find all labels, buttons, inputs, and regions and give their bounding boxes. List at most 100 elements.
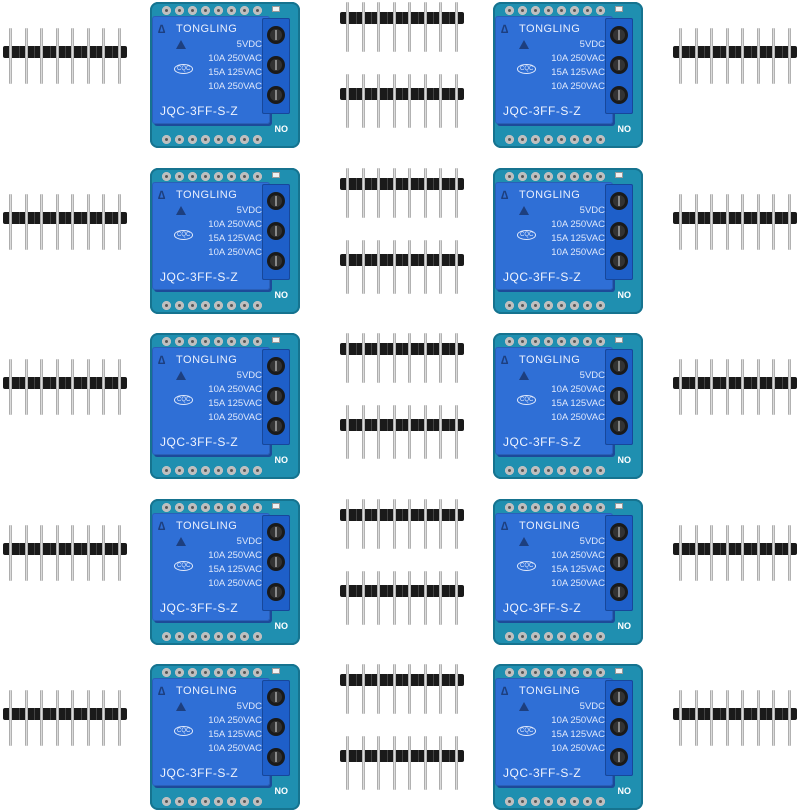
solder-pad	[544, 632, 553, 641]
solder-pad	[570, 466, 579, 475]
header-pin	[117, 690, 121, 746]
solder-pad	[227, 301, 236, 310]
pad-row-top	[162, 172, 262, 181]
header-pin	[439, 499, 443, 549]
header-divider	[735, 708, 736, 720]
header-pin	[86, 690, 90, 746]
solder-pad	[570, 172, 579, 181]
screw-icon	[610, 583, 628, 601]
solder-pad	[201, 135, 210, 144]
screw-icon	[267, 688, 285, 706]
header-pin	[694, 28, 698, 84]
pad-row-top	[505, 337, 605, 346]
solder-pad	[583, 668, 592, 677]
pad-row-bottom	[162, 797, 262, 806]
header-divider	[402, 674, 403, 686]
solder-pad	[596, 337, 605, 346]
solder-pad	[570, 6, 579, 15]
header-pin	[408, 74, 412, 128]
header-divider	[96, 46, 97, 58]
header-divider	[766, 212, 767, 224]
header-pin	[694, 525, 698, 581]
solder-pad	[583, 632, 592, 641]
header-divider	[402, 343, 403, 355]
screw-terminal	[262, 349, 290, 445]
header-pin	[377, 499, 381, 549]
header-pin	[454, 168, 458, 218]
header-pin	[710, 359, 714, 415]
header-pin	[756, 359, 760, 415]
header-pin	[24, 525, 28, 581]
relay-rating: 10A 250VAC	[551, 247, 605, 258]
solder-pad	[544, 6, 553, 15]
screw-terminal	[605, 515, 633, 611]
solder-pad	[531, 6, 540, 15]
relay-model: JQC-3FF-S-Z	[160, 601, 239, 615]
header-divider	[781, 543, 783, 555]
solder-pad	[505, 632, 514, 641]
solder-pad	[188, 6, 197, 15]
header-pin	[679, 194, 683, 250]
relay-voltage: 5VDC	[579, 701, 605, 712]
screw-icon	[267, 56, 285, 74]
relay-rating: 10A 250VAC	[208, 715, 262, 726]
header-pin	[9, 690, 13, 746]
header-pin	[725, 194, 729, 250]
header-pin	[772, 359, 776, 415]
header-pin	[741, 525, 745, 581]
header-pin	[377, 168, 381, 218]
header-pin	[392, 499, 396, 549]
solder-pad	[583, 503, 592, 512]
header-divider	[402, 419, 403, 431]
solder-pad	[253, 503, 262, 512]
solder-pad	[227, 172, 236, 181]
solder-pad	[596, 135, 605, 144]
solder-pad	[544, 668, 553, 677]
header-divider	[96, 708, 97, 720]
pin-header	[340, 240, 464, 294]
header-pin	[392, 240, 396, 294]
header-pin	[694, 690, 698, 746]
header-pin	[40, 359, 44, 415]
header-divider	[766, 46, 767, 58]
solder-pad	[253, 301, 262, 310]
screw-icon	[267, 86, 285, 104]
pin-header	[340, 405, 464, 459]
pad-row-bottom	[162, 632, 262, 641]
screw-terminal	[605, 18, 633, 114]
relay-model: JQC-3FF-S-Z	[160, 766, 239, 780]
relay-rating: 15A 125VAC	[208, 67, 262, 78]
header-pin	[86, 194, 90, 250]
header-pin	[756, 690, 760, 746]
header-pin	[9, 194, 13, 250]
screw-terminal	[605, 349, 633, 445]
header-divider	[433, 178, 434, 190]
header-divider	[402, 254, 403, 266]
header-pin	[102, 28, 106, 84]
header-pin	[117, 194, 121, 250]
solder-pad	[570, 797, 579, 806]
cert-mark: CQC	[517, 395, 537, 405]
solder-pad	[240, 668, 249, 677]
header-pin	[361, 664, 365, 714]
header-divider	[448, 419, 450, 431]
header-pin	[772, 525, 776, 581]
header-pin	[439, 2, 443, 52]
header-divider	[433, 88, 434, 100]
solder-pad	[214, 797, 223, 806]
header-pin	[710, 194, 714, 250]
header-divider	[49, 46, 51, 58]
led-indicator	[615, 6, 623, 12]
header-pin	[117, 359, 121, 415]
header-divider	[735, 377, 736, 389]
solder-pad	[583, 337, 592, 346]
header-divider	[688, 543, 690, 555]
solder-pad	[505, 172, 514, 181]
solder-pad	[162, 172, 171, 181]
relay-rating: 15A 125VAC	[551, 233, 605, 244]
pin-header	[3, 194, 127, 250]
header-pin	[377, 2, 381, 52]
relay-voltage: 5VDC	[236, 205, 262, 216]
